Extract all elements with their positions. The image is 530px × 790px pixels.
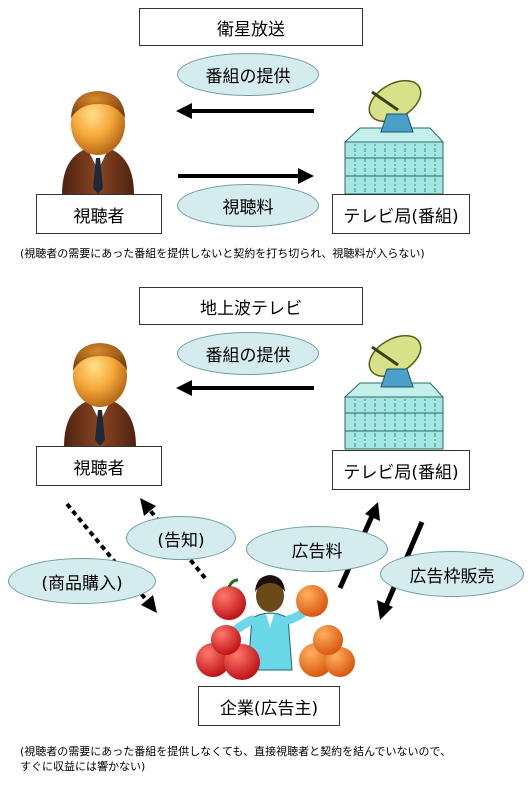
section-title-satellite: 衛星放送 xyxy=(139,8,363,46)
company-label-box: 企業(広告主) xyxy=(198,686,340,726)
arrow-fee-to-station xyxy=(178,168,314,184)
bubble-label: 広告料 xyxy=(291,541,343,562)
bubble-product-purchase: (商品購入) xyxy=(8,558,156,604)
tv-station-label: テレビ局(番組) xyxy=(343,462,459,483)
viewer-label: 視聴者 xyxy=(73,206,125,227)
bubble-label: 広告枠販売 xyxy=(409,566,495,587)
arrow-purchase-dotted xyxy=(65,502,157,613)
note-line-1: (視聴者の需要にあった番組を提供しなくても、直接視聴者と契約を結んでいないので、 xyxy=(20,745,452,758)
section-title-label: 衛星放送 xyxy=(217,19,285,40)
bubble-program-provision: 番組の提供 xyxy=(177,53,319,96)
bubble-label: 番組の提供 xyxy=(205,346,291,366)
bubble-viewing-fee: 視聴料 xyxy=(177,184,319,227)
company-label: 企業(広告主) xyxy=(219,698,319,719)
satellite-dish-icon xyxy=(368,79,422,133)
note-line-2: すぐに収益には響かない) xyxy=(20,760,146,773)
tv-station-label-box: テレビ局(番組) xyxy=(332,450,470,490)
note-text: (視聴者の需要にあった番組を提供しないと契約を打ち切られ、視聴料が入らない) xyxy=(20,247,425,260)
person-icon xyxy=(64,343,136,447)
tv-station-building-icon xyxy=(343,127,445,195)
viewer-label-box: 視聴者 xyxy=(36,194,162,234)
satellite-dish-icon xyxy=(368,334,422,388)
businesswoman-with-fruit-icon xyxy=(196,575,355,680)
section-title-terrestrial: 地上波テレビ xyxy=(139,287,363,325)
tv-station-label-box: テレビ局(番組) xyxy=(332,194,470,234)
bubble-label: 視聴料 xyxy=(222,198,274,218)
bubble-ad-slot-sales: 広告枠販売 xyxy=(380,551,524,597)
viewer-label-box: 視聴者 xyxy=(36,446,162,486)
section-title-label: 地上波テレビ xyxy=(200,298,302,319)
arrow-program-to-viewer xyxy=(176,380,314,396)
viewer-label: 視聴者 xyxy=(73,458,125,479)
bubble-notice: (告知) xyxy=(126,516,236,560)
person-icon xyxy=(62,91,134,195)
arrow-program-to-viewer xyxy=(176,103,314,119)
section1-note: (視聴者の需要にあった番組を提供しないと契約を打ち切られ、視聴料が入らない) xyxy=(20,246,520,261)
section2-note: (視聴者の需要にあった番組を提供しなくても、直接視聴者と契約を結んでいないので、… xyxy=(20,744,525,774)
bubble-label: (商品購入) xyxy=(41,573,123,594)
tv-station-label: テレビ局(番組) xyxy=(343,206,459,227)
tv-station-building-icon xyxy=(343,382,445,450)
bubble-label: 番組の提供 xyxy=(205,67,291,87)
bubble-label: (告知) xyxy=(157,530,205,551)
bubble-program-provision: 番組の提供 xyxy=(177,332,319,375)
bubble-ad-fee: 広告料 xyxy=(246,526,388,572)
